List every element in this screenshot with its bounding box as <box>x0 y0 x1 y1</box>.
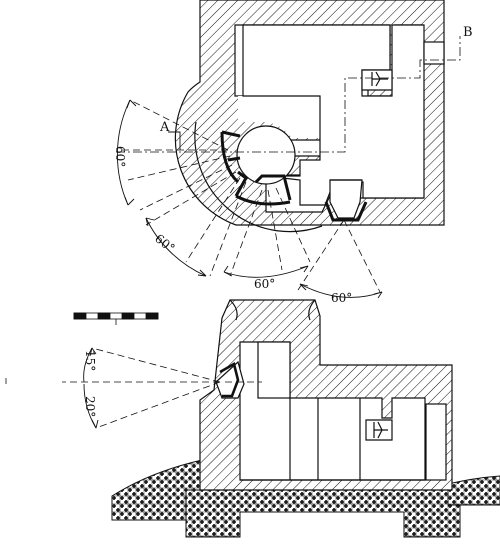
section-line-a <box>116 77 372 153</box>
angle-label-lower: 20° <box>83 396 97 417</box>
section-view <box>199 299 453 491</box>
arc-left <box>116 99 131 206</box>
angle-label-bottom: 60° <box>254 277 275 291</box>
plan-section-lines <box>116 36 461 153</box>
plan-loophole-frame <box>324 201 368 222</box>
section-ground <box>111 459 500 538</box>
section-angle-arcs <box>83 347 99 429</box>
foundation-footing <box>185 489 461 538</box>
arc-lower-left <box>145 217 207 277</box>
scale-bar <box>73 312 159 325</box>
angle-label-bottom-right: 60° <box>331 291 352 305</box>
turret-circle <box>236 125 296 185</box>
section-right-opening <box>425 403 447 481</box>
plan-fire-rays <box>118 99 381 293</box>
plan-gun-mount <box>361 69 393 91</box>
section-turret-dome <box>229 299 316 321</box>
section-line-b <box>380 36 461 79</box>
angle-label-upper: 15° <box>83 350 97 371</box>
arc-bottom-right <box>299 283 383 298</box>
plan-angle-arcs <box>116 99 383 299</box>
section-embrasure-frame <box>219 362 240 398</box>
section-label-a: A <box>159 120 170 135</box>
angle-label-left: 60° <box>113 146 127 167</box>
arc-bottom <box>223 265 309 278</box>
plan-front-arc <box>194 121 323 233</box>
section-label-b: B <box>463 25 473 40</box>
plan-side-port <box>423 41 445 65</box>
plan-view <box>174 0 445 233</box>
section-upper-void <box>257 341 291 399</box>
section-marker-a <box>168 131 181 150</box>
section-fire-rays <box>62 347 262 429</box>
